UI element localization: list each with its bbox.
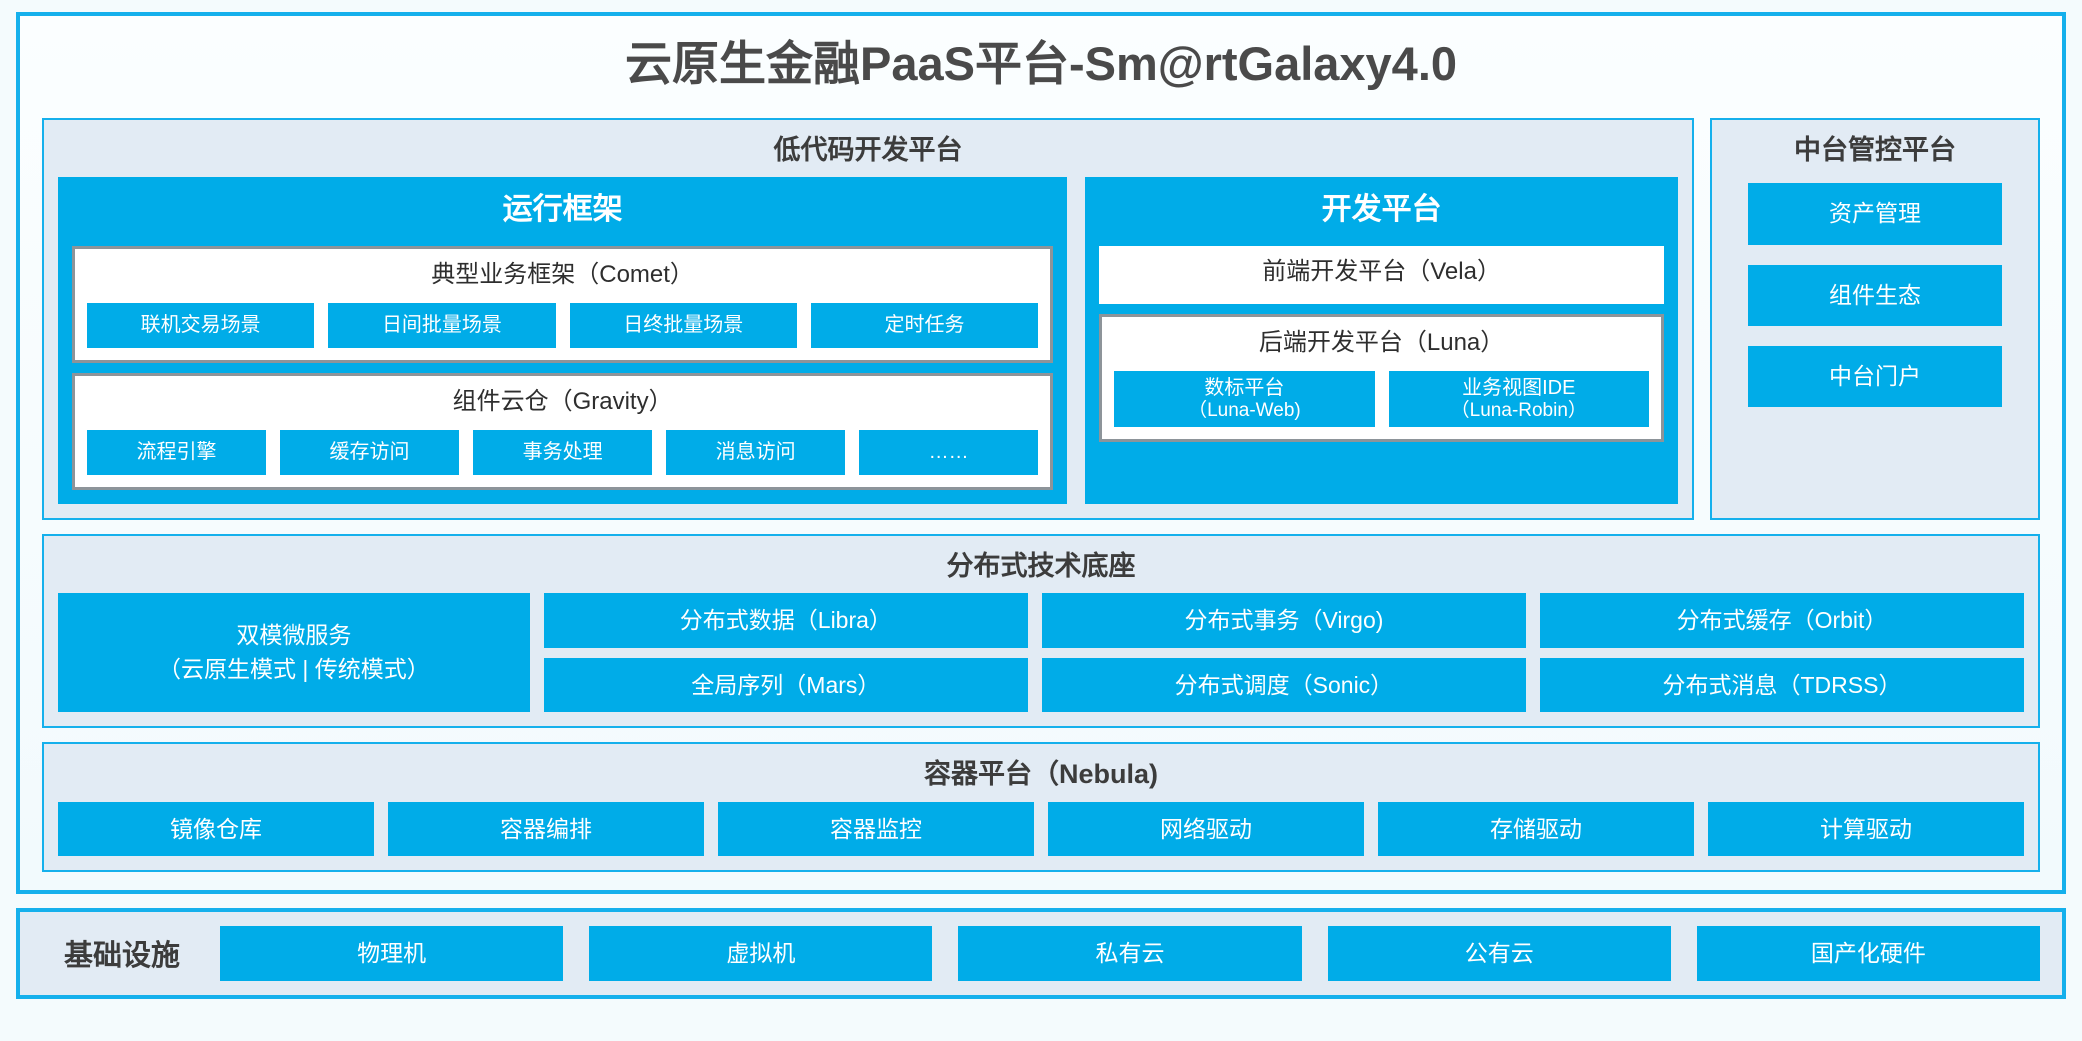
- distributed-message-tdrss-item[interactable]: 分布式消息（TDRSS）: [1539, 657, 2025, 713]
- page-title: 云原生金融PaaS平台-Sm@rtGalaxy4.0: [624, 37, 1458, 90]
- container-platform-panel: 容器平台（Nebula) 镜像仓库 容器编排 容器监控 网络驱动 存储驱动 计算…: [42, 742, 2040, 873]
- distributed-transaction-virgo-item[interactable]: 分布式事务（Virgo): [1041, 593, 1526, 648]
- container-item-monitoring[interactable]: 容器监控: [718, 801, 1034, 857]
- lowcode-platform-panel: 低代码开发平台 运行框架 典型业务框架（Comet） 联机交易场景 日间批量场景…: [42, 117, 1694, 520]
- gravity-item[interactable]: 缓存访问: [280, 429, 460, 475]
- development-platform-title: 开发平台: [1321, 193, 1442, 227]
- development-platform-box: 开发平台 前端开发平台（Vela） 后端开发平台（Luna） 数标平台 （Lun…: [1085, 177, 1678, 504]
- gravity-title: 组件云仓（Gravity）: [452, 387, 673, 415]
- top-row: 低代码开发平台 运行框架 典型业务框架（Comet） 联机交易场景 日间批量场景…: [42, 117, 2040, 520]
- midoffice-item-component-ecosystem[interactable]: 组件生态: [1748, 264, 2002, 326]
- midoffice-item-list: 资产管理 组件生态 中台门户: [1726, 177, 2024, 503]
- distributed-base-body: 双模微服务 （云原生模式 | 传统模式） 分布式数据（Libra） 全局序列（M…: [58, 593, 2025, 713]
- runtime-framework-title: 运行框架: [502, 193, 623, 227]
- container-item-compute-driver[interactable]: 计算驱动: [1708, 801, 2024, 857]
- container-item-storage-driver[interactable]: 存储驱动: [1378, 801, 1694, 857]
- distributed-base-panel: 分布式技术底座 双模微服务 （云原生模式 | 传统模式） 分布式数据（Libra…: [42, 533, 2040, 729]
- luna-web-item[interactable]: 数标平台 （Luna-Web): [1114, 370, 1375, 428]
- infrastructure-label: 基础设施: [64, 940, 181, 973]
- vela-card[interactable]: 前端开发平台（Vela）: [1099, 246, 1664, 304]
- midoffice-item-portal[interactable]: 中台门户: [1748, 345, 2002, 408]
- container-platform-title: 容器平台（Nebula): [923, 759, 1158, 790]
- comet-card: 典型业务框架（Comet） 联机交易场景 日间批量场景 日终批量场景 定时任务: [72, 246, 1054, 363]
- container-item-network-driver[interactable]: 网络驱动: [1048, 801, 1364, 857]
- infrastructure-item-domestic-hardware[interactable]: 国产化硬件: [1696, 926, 2041, 981]
- container-item-orchestration[interactable]: 容器编排: [388, 801, 704, 857]
- infrastructure-bar: 基础设施 物理机 虚拟机 私有云 公有云 国产化硬件: [16, 908, 2066, 999]
- distributed-column-1: 分布式数据（Libra） 全局序列（Mars）: [543, 593, 1028, 713]
- container-item-image-registry[interactable]: 镜像仓库: [58, 801, 374, 857]
- gravity-chip-row: 流程引擎 缓存访问 事务处理 消息访问 ……: [87, 429, 1039, 475]
- global-sequence-mars-item[interactable]: 全局序列（Mars）: [543, 657, 1028, 713]
- lowcode-platform-title: 低代码开发平台: [773, 134, 963, 165]
- comet-item[interactable]: 日间批量场景: [328, 302, 556, 348]
- luna-robin-item[interactable]: 业务视图IDE （Luna-Robin）: [1388, 370, 1649, 428]
- dual-mode-microservice-item[interactable]: 双模微服务 （云原生模式 | 传统模式）: [58, 593, 530, 713]
- midoffice-item-asset-management[interactable]: 资产管理: [1748, 183, 2002, 245]
- comet-item[interactable]: 日终批量场景: [569, 302, 797, 348]
- luna-robin-label-line2: （Luna-Robin）: [1450, 399, 1587, 421]
- luna-title: 后端开发平台（Luna）: [1258, 328, 1505, 356]
- runtime-framework-box: 运行框架 典型业务框架（Comet） 联机交易场景 日间批量场景 日终批量场景 …: [58, 177, 1068, 504]
- gravity-item-more[interactable]: ……: [859, 429, 1039, 475]
- luna-web-label-line1: 数标平台: [1204, 376, 1285, 399]
- distributed-column-3: 分布式缓存（Orbit） 分布式消息（TDRSS）: [1539, 593, 2025, 713]
- microservice-column: 双模微服务 （云原生模式 | 传统模式）: [58, 593, 530, 713]
- infrastructure-item-virtual-machine[interactable]: 虚拟机: [589, 926, 933, 981]
- gravity-item[interactable]: 消息访问: [666, 429, 846, 475]
- comet-item[interactable]: 联机交易场景: [87, 302, 315, 348]
- infrastructure-item-public-cloud[interactable]: 公有云: [1327, 926, 1671, 981]
- infrastructure-item-private-cloud[interactable]: 私有云: [958, 926, 1302, 981]
- container-platform-row: 镜像仓库 容器编排 容器监控 网络驱动 存储驱动 计算驱动: [58, 801, 2024, 857]
- vela-title: 前端开发平台（Vela）: [1262, 258, 1501, 286]
- distributed-column-2: 分布式事务（Virgo) 分布式调度（Sonic）: [1041, 593, 1526, 713]
- gravity-item[interactable]: 流程引擎: [87, 429, 267, 475]
- comet-title: 典型业务框架（Comet）: [431, 261, 694, 289]
- comet-item[interactable]: 定时任务: [810, 302, 1039, 348]
- main-platform-frame: 云原生金融PaaS平台-Sm@rtGalaxy4.0 低代码开发平台 运行框架 …: [16, 12, 2066, 895]
- distributed-base-title: 分布式技术底座: [946, 550, 1136, 581]
- gravity-card: 组件云仓（Gravity） 流程引擎 缓存访问 事务处理 消息访问 ……: [72, 372, 1054, 490]
- distributed-cache-orbit-item[interactable]: 分布式缓存（Orbit）: [1539, 593, 2025, 648]
- microservice-label-line1: 双模微服务: [236, 622, 352, 649]
- luna-robin-label-line1: 业务视图IDE: [1462, 376, 1576, 399]
- midoffice-title: 中台管控平台: [1794, 134, 1956, 165]
- luna-web-label-line2: （Luna-Web): [1188, 399, 1301, 421]
- midoffice-control-panel: 中台管控平台 资产管理 组件生态 中台门户: [1710, 117, 2040, 520]
- infrastructure-item-physical-machine[interactable]: 物理机: [220, 926, 564, 981]
- infrastructure-cells: 物理机 虚拟机 私有云 公有云 国产化硬件: [220, 926, 2041, 981]
- comet-chip-row: 联机交易场景 日间批量场景 日终批量场景 定时任务: [87, 302, 1039, 348]
- distributed-scheduling-sonic-item[interactable]: 分布式调度（Sonic）: [1041, 657, 1526, 713]
- microservice-label-line2: （云原生模式 | 传统模式）: [158, 655, 430, 682]
- luna-card: 后端开发平台（Luna） 数标平台 （Luna-Web) 业务视图IDE （Lu…: [1099, 313, 1664, 443]
- luna-chip-row: 数标平台 （Luna-Web) 业务视图IDE （Luna-Robin）: [1114, 370, 1649, 428]
- distributed-data-libra-item[interactable]: 分布式数据（Libra）: [543, 593, 1028, 648]
- gravity-item[interactable]: 事务处理: [473, 429, 653, 475]
- lowcode-platform-body: 运行框架 典型业务框架（Comet） 联机交易场景 日间批量场景 日终批量场景 …: [58, 177, 1678, 504]
